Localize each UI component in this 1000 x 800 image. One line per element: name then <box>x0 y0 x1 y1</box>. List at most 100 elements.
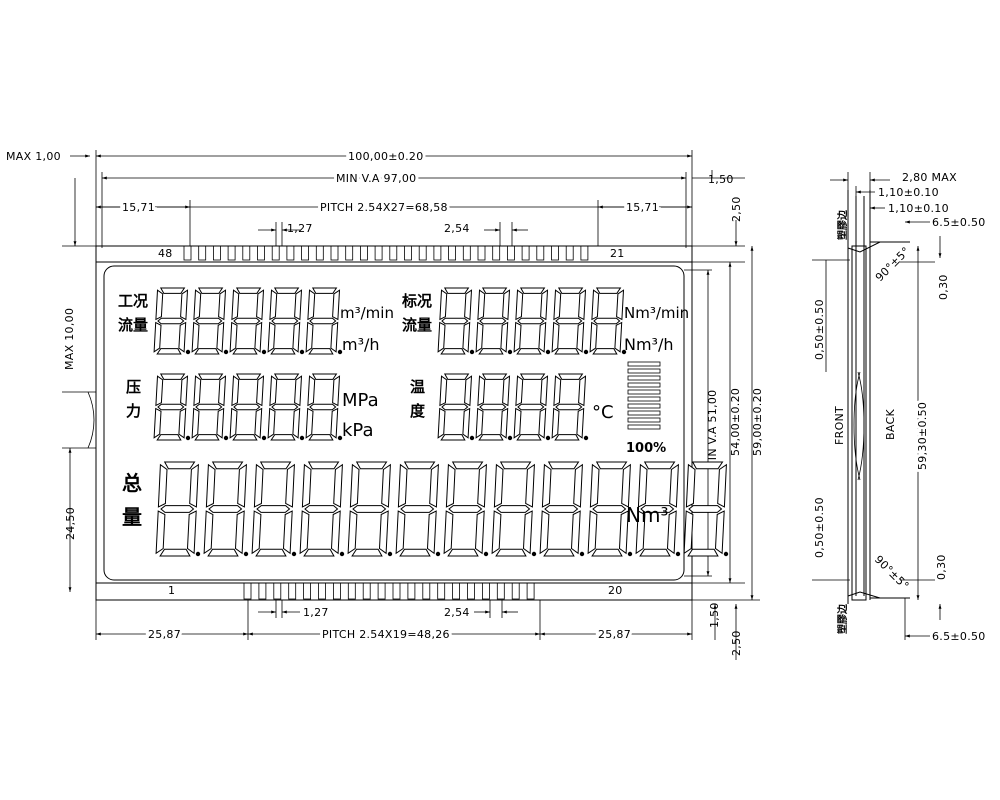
digit-segment <box>351 548 383 557</box>
digit-segment <box>259 461 292 470</box>
temperature-digit <box>551 373 589 441</box>
decimal-point <box>261 349 267 355</box>
top-pin <box>521 245 530 261</box>
dim-right-margin: 15,71 <box>626 201 659 214</box>
digit-segment <box>308 434 334 441</box>
decimal-point <box>261 435 267 441</box>
label-std-flow-2: 流量 <box>402 316 432 334</box>
total-digit <box>587 461 633 557</box>
viewing-area <box>103 265 685 581</box>
digit-segment <box>231 289 240 321</box>
digit-segment <box>464 375 473 407</box>
digit-segment <box>153 407 162 439</box>
digit-segment <box>614 321 623 353</box>
digit-segment <box>270 434 296 441</box>
digit-segment <box>522 510 533 555</box>
digit-segment <box>330 510 341 555</box>
digit-segment <box>688 505 723 513</box>
right-dimensions: MIN V.A 51,00 54,00±0.20 59,00±0.20 1,50… <box>684 246 764 660</box>
digit-segment <box>231 375 240 407</box>
digit-segment <box>499 461 532 470</box>
top-pin <box>330 245 339 261</box>
bar-graph-segment <box>627 382 661 388</box>
bar-graph-segment <box>627 375 661 381</box>
bar-graph-segment <box>627 361 661 367</box>
dim-side-offset-bottom: 0,30 <box>935 554 948 580</box>
dim-glass-height: 54,00±0.20 <box>729 388 742 456</box>
work-flow-digit <box>305 287 343 355</box>
digit-segment <box>285 463 295 508</box>
digit-segment <box>218 289 227 321</box>
dim-offset-top-a: 1,50 <box>708 173 734 186</box>
digit-segment <box>637 463 648 508</box>
digit-segment <box>270 348 296 355</box>
digit-segment <box>254 321 263 353</box>
total-digit <box>347 461 393 557</box>
digit-segment <box>478 434 504 441</box>
pressure-digit <box>191 373 229 441</box>
label-pressure-2: 力 <box>126 402 141 420</box>
digit-segment <box>229 321 238 353</box>
total-digit <box>683 461 729 557</box>
digit-segment <box>292 321 301 353</box>
digit-segment <box>333 463 343 508</box>
bottom-pin <box>362 582 371 600</box>
work-flow-digit <box>229 287 267 355</box>
bottom-pin <box>377 582 386 600</box>
dim-bottom-pitch: PITCH 2.54X19=48,26 <box>322 628 450 641</box>
digit-segment <box>307 461 340 470</box>
work-flow-digit <box>267 287 305 355</box>
digit-segment <box>267 407 276 439</box>
digit-segment <box>439 375 448 407</box>
std-flow-digit <box>437 287 475 355</box>
digit-segment <box>573 463 583 508</box>
top-pin <box>551 245 559 261</box>
digit-segment <box>544 505 579 513</box>
digit-segment <box>308 348 334 355</box>
digit-segment <box>235 287 262 294</box>
digit-segment <box>555 317 583 325</box>
digit-segment <box>216 407 225 439</box>
bottom-pin <box>422 582 431 600</box>
bottom-pin <box>258 582 267 600</box>
decimal-point <box>579 551 585 557</box>
digit-segment <box>195 403 223 411</box>
bar-graph-segment <box>627 410 661 416</box>
decimal-point <box>675 551 681 557</box>
digit-segment <box>477 375 486 407</box>
digit-segment <box>439 289 448 321</box>
top-pin <box>212 245 221 261</box>
digit-segment <box>477 463 487 508</box>
work-flow-digit <box>191 287 229 355</box>
digit-segment <box>211 461 244 470</box>
decimal-point <box>299 349 305 355</box>
bar-graph-segment <box>627 368 661 374</box>
digit-segment <box>191 407 200 439</box>
total-digit <box>155 461 201 557</box>
top-pin <box>462 245 471 261</box>
digit-segment <box>256 375 265 407</box>
digit-segment <box>570 510 581 555</box>
temperature-digit <box>513 373 551 441</box>
decimal-point <box>195 551 201 557</box>
digit-segment <box>197 373 224 380</box>
digit-segment <box>553 289 562 321</box>
total-digit <box>251 461 297 557</box>
top-pin <box>448 245 457 261</box>
dim-side-edge-bottom: 0,50±0.50 <box>813 497 826 558</box>
label-work-flow-1: 工况 <box>118 292 148 310</box>
bottom-pin <box>273 582 282 600</box>
digit-segment <box>502 289 511 321</box>
digit-segment <box>441 403 469 411</box>
decimal-point <box>469 435 475 441</box>
digit-segment <box>156 348 182 355</box>
digit-segment <box>618 510 629 555</box>
top-pin <box>374 245 383 261</box>
std-flow-digit <box>551 287 589 355</box>
bottom-pin <box>318 582 326 600</box>
digit-segment <box>180 289 189 321</box>
digit-segment <box>195 317 223 325</box>
bottom-pin <box>303 582 312 600</box>
std-flow-digit <box>589 287 627 355</box>
unit-nm3-h: Nm³/h <box>624 335 674 354</box>
